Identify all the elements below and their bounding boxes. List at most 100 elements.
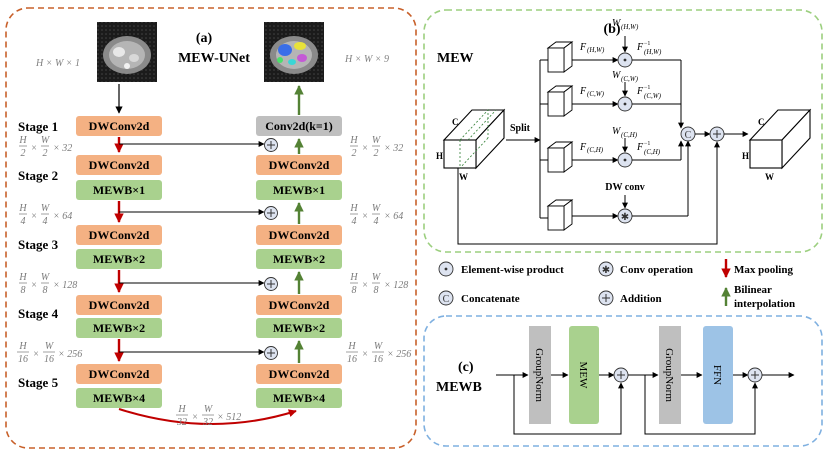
- svg-text:× 512: × 512: [217, 412, 241, 423]
- svg-text:×: ×: [362, 211, 369, 222]
- svg-text:(C,W): (C,W): [621, 75, 639, 83]
- svg-text:H: H: [177, 404, 186, 415]
- encoder-dwconv-1-label: DWConv2d: [89, 119, 150, 133]
- branch-3-labels: W (C,H) F (C,H) F −1 (C,H): [579, 126, 661, 156]
- svg-text:(C,H): (C,H): [587, 146, 604, 154]
- svg-text:W: W: [374, 341, 384, 352]
- svg-text:8: 8: [21, 285, 26, 296]
- encoder-dwconv-2-label: DWConv2d: [89, 158, 150, 172]
- svg-text:H: H: [18, 135, 27, 146]
- panel-c-border: [423, 315, 823, 447]
- mewb-groupnorm-1-label: GroupNorm: [533, 348, 545, 402]
- concat-node-label: C: [685, 130, 692, 141]
- svg-text:× 128: × 128: [53, 280, 77, 291]
- svg-text:H: H: [349, 135, 358, 146]
- svg-text:(H,W): (H,W): [644, 48, 662, 56]
- mewb-groupnorm-2-label: GroupNorm: [663, 348, 675, 402]
- decoder-mewb-3: [256, 249, 342, 269]
- svg-text:2: 2: [21, 148, 26, 159]
- encoder-mewb-3: [76, 249, 162, 269]
- svg-text:H: H: [349, 203, 358, 214]
- decoder-mewb-2: [256, 180, 342, 200]
- branch-2-labels: W (C,W) F (C,W) F −1 (C,W): [579, 70, 662, 100]
- svg-text:4: 4: [374, 216, 379, 227]
- encoder-mewb-2-label: MEWB×1: [93, 183, 145, 197]
- mewb-ffn-block: [703, 326, 733, 424]
- decoder-dwconv-3: [256, 225, 342, 245]
- input-ct-image: [97, 22, 157, 82]
- svg-text:4: 4: [43, 216, 48, 227]
- encoder-dwconv-1: [76, 116, 162, 136]
- legend-convop: Conv operation: [620, 264, 693, 276]
- encoder-mewb-4-label: MEWB×2: [93, 321, 145, 335]
- mewb-mew-block: [569, 326, 599, 424]
- svg-text:(H,W): (H,W): [621, 23, 639, 31]
- svg-text:−1: −1: [644, 41, 650, 47]
- decoder-mewb-3-label: MEWB×2: [273, 252, 325, 266]
- svg-text:× 32: × 32: [384, 143, 403, 154]
- svg-text:8: 8: [352, 285, 357, 296]
- decoder-dwconv-2: [256, 155, 342, 175]
- encoder-mewb-2: [76, 180, 162, 200]
- decoder-mewb-5: [256, 388, 342, 408]
- svg-text:16: 16: [18, 354, 28, 365]
- svg-text:× 256: × 256: [387, 349, 411, 360]
- svg-text:32: 32: [176, 417, 187, 428]
- svg-text:W: W: [612, 70, 622, 81]
- svg-text:×: ×: [362, 280, 369, 291]
- svg-text:W: W: [45, 341, 55, 352]
- mewb-add-plus-2: [751, 371, 759, 379]
- svg-text:× 32: × 32: [53, 143, 72, 154]
- svg-text:W: W: [204, 404, 214, 415]
- svg-text:F: F: [636, 42, 644, 53]
- encoder-dwconv-4-label: DWConv2d: [89, 298, 150, 312]
- svg-text:W: W: [372, 203, 382, 214]
- svg-text:4: 4: [21, 216, 26, 227]
- svg-text:16: 16: [373, 354, 383, 365]
- legend-elementwise: Element-wise product: [461, 264, 564, 276]
- output-segmentation-image: [264, 22, 324, 82]
- dwconv-label: DW conv: [605, 182, 645, 193]
- svg-text:H: H: [18, 341, 27, 352]
- svg-text:(C,W): (C,W): [644, 92, 662, 100]
- mewb-ffn-label: FFN: [711, 365, 723, 385]
- out-cube-c: C: [758, 117, 765, 127]
- svg-text:W: W: [372, 272, 382, 283]
- encoder-dwconv-3-label: DWConv2d: [89, 228, 150, 242]
- mewb-mew-label: MEW: [577, 362, 589, 390]
- svg-text:W: W: [612, 18, 622, 29]
- mewb-residual-1: [513, 375, 624, 435]
- svg-text:W: W: [41, 272, 51, 283]
- svg-text:F: F: [579, 86, 587, 97]
- svg-text:H: H: [347, 341, 356, 352]
- panel-a-tag: (a): [196, 31, 213, 46]
- legend-maxpool: Max pooling: [734, 264, 793, 276]
- svg-text:(C,H): (C,H): [621, 131, 638, 139]
- legend: Element-wise product ✱ Conv operation Ma…: [438, 259, 795, 310]
- svg-text:×: ×: [362, 143, 369, 154]
- svg-text:16: 16: [44, 354, 54, 365]
- panel-a-title: MEW-UNet: [178, 51, 250, 66]
- out-cube-w: W: [765, 172, 774, 182]
- panel-b-tag: (b): [603, 22, 620, 37]
- svg-text:F: F: [636, 142, 644, 153]
- panel-c-title: MEWB: [436, 380, 482, 395]
- dim-bottom-5: H 32 × W 32 × 512: [176, 404, 241, 428]
- decoder-conv-head-label: Conv2d(k=1): [265, 119, 333, 133]
- encoder-dwconv-4: [76, 295, 162, 315]
- encoder-dwconv-5: [76, 364, 162, 384]
- dim-left-1: H 2 × W 2 × 32: [18, 135, 72, 159]
- svg-text:F: F: [579, 42, 587, 53]
- legend-bilinear-1: Bilinear: [734, 284, 772, 296]
- mewb-groupnorm-2: [659, 326, 681, 424]
- branch-dwconv: ✱: [540, 140, 691, 231]
- svg-text:16: 16: [347, 354, 357, 365]
- dim-left-3: H 8 × W 8 × 128: [18, 272, 77, 296]
- decoder-dwconv-3-label: DWConv2d: [269, 228, 330, 242]
- svg-text:× 128: × 128: [384, 280, 408, 291]
- skip-connections: [119, 138, 278, 360]
- svg-text:H: H: [349, 272, 358, 283]
- stage-5-label: Stage 5: [18, 375, 59, 390]
- branch-1: [540, 36, 681, 73]
